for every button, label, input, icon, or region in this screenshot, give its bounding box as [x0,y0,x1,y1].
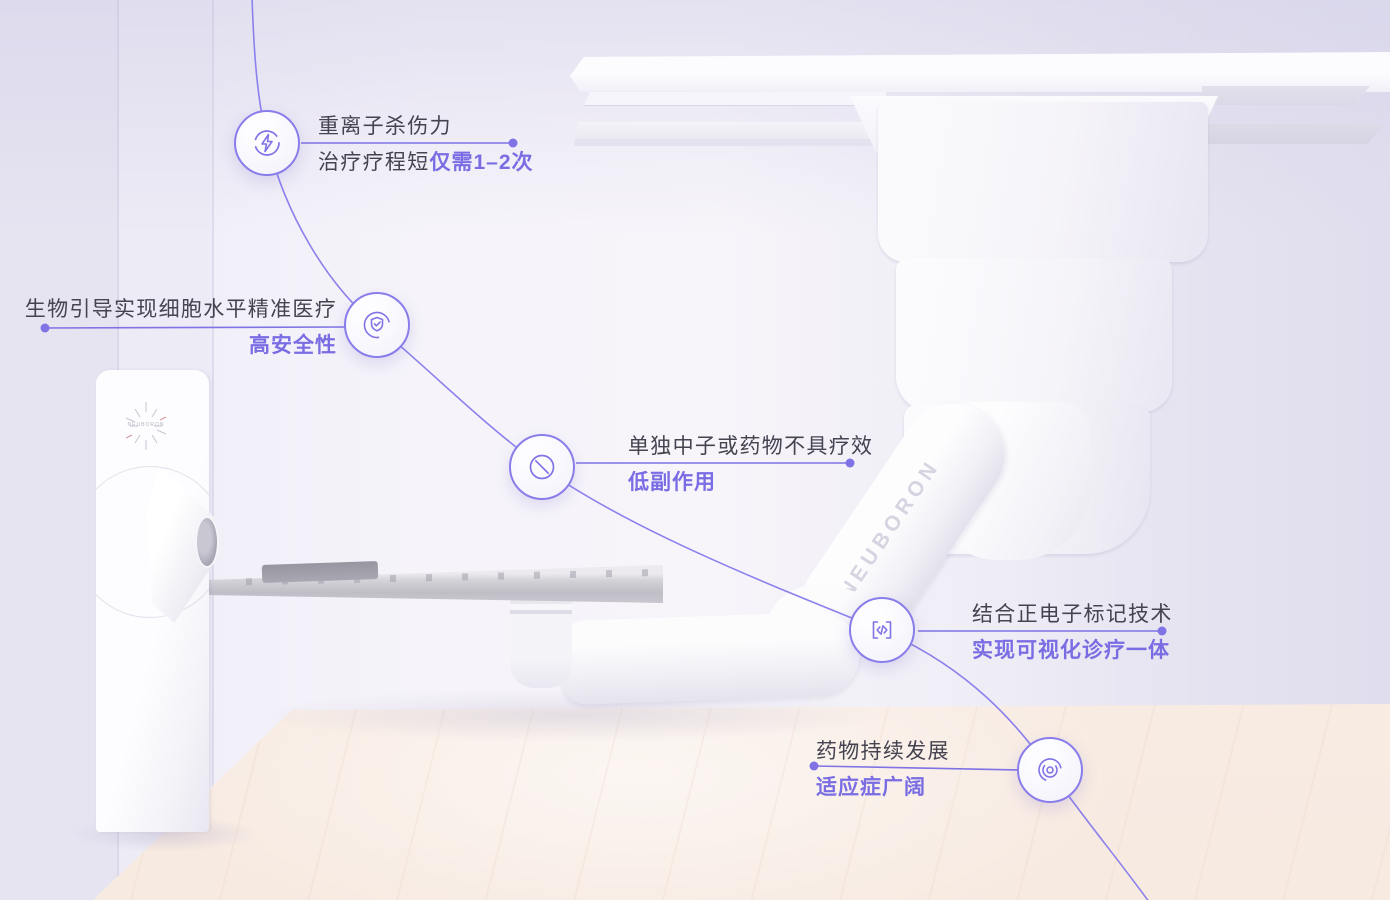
feature-node-safety [344,292,410,358]
callout-indications: 药物持续发展 适应症广阔 [816,741,950,799]
code-tag-icon [872,621,892,639]
beam-mount-ring [96,466,209,618]
feature-node-positron [849,597,915,663]
logo-sunburst-icon [125,402,167,450]
column-segment-2 [896,258,1172,412]
callout-subtitle: 适应症广阔 [816,777,950,799]
table-mount-cylinder [510,596,572,688]
prohibit-icon [529,454,555,480]
callout-subtitle-highlight: 适应症广阔 [816,776,926,799]
ceiling-rail-right [1202,124,1385,144]
feature-node-side-effect [509,434,575,500]
spiral-icon [1038,758,1062,782]
wall-corner-line [212,0,214,900]
ceiling-rail-left [574,92,886,146]
feature-node-indications [1017,737,1083,803]
callout-subtitle: 治疗疗程短仅需1–2次 [318,152,534,174]
callout-title: 生物引导实现细胞水平精准医疗 [24,298,337,321]
neuboron-logo: NEUBORON [116,396,176,456]
callout-subtitle-prefix: 治疗疗程短 [318,151,430,174]
callout-heavy-ion: 重离子杀伤力 治疗疗程短仅需1–2次 [318,116,534,174]
callout-side-effect: 单独中子或药物不具疗效 低副作用 [628,436,873,494]
callout-subtitle-highlight: 低副作用 [628,471,716,494]
robot-forearm [558,610,862,706]
callout-title: 单独中子或药物不具疗效 [628,435,874,458]
callout-subtitle-highlight: 实现可视化诊疗一体 [972,639,1170,662]
callout-safety: 生物引导实现细胞水平精准医疗 高安全性 [25,299,337,357]
lightning-icon [254,130,280,156]
beam-aperture [195,516,219,568]
feature-node-heavy-ion [234,110,300,176]
callout-subtitle: 实现可视化诊疗一体 [972,640,1173,662]
callout-title: 结合正电子标记技术 [972,603,1173,626]
callout-subtitle-highlight: 高安全性 [249,334,337,357]
callout-subtitle: 高安全性 [249,335,337,357]
ceiling-rail-right [1202,86,1370,105]
callout-positron: 结合正电子标记技术 实现可视化诊疗一体 [972,604,1173,662]
shield-check-icon [363,311,391,339]
column-segment-1 [878,102,1208,262]
callout-title: 药物持续发展 [816,740,950,763]
callout-title: 重离子杀伤力 [318,115,452,138]
callout-subtitle-highlight: 仅需1–2次 [429,151,534,174]
logo-text: NEUBORON [127,422,165,428]
callout-subtitle: 低副作用 [628,472,873,494]
